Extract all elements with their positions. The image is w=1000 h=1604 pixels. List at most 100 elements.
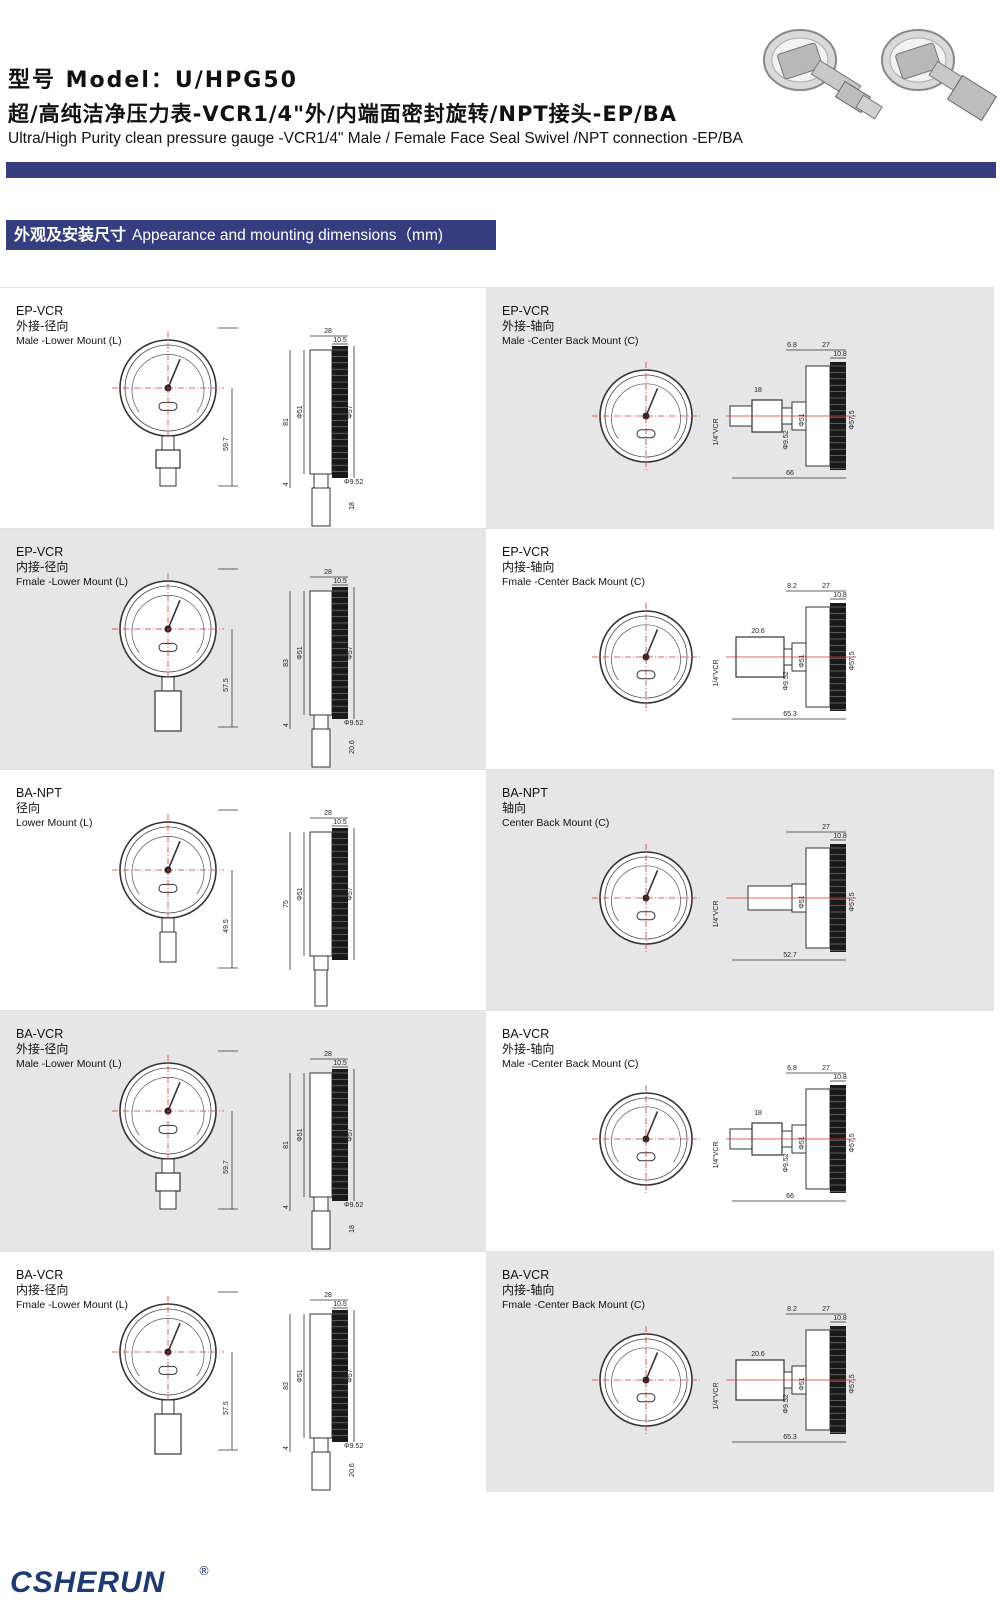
dim-b: 27: [822, 824, 830, 831]
side-neck: [313, 955, 329, 971]
dim-bore: Φ9.52: [783, 430, 790, 449]
dim-fit: 1/4"VCR: [713, 419, 720, 446]
gauge-dial: [592, 362, 700, 470]
gauge-dial: [592, 844, 700, 952]
dim-c: 10.8: [833, 1315, 847, 1322]
side-view: [309, 587, 348, 768]
header-rule: [6, 162, 996, 178]
dim-top: 28: [324, 569, 332, 576]
bezel-ring: [332, 828, 348, 960]
female-nut: [154, 690, 182, 732]
dim-thread: 18: [349, 1225, 356, 1233]
female-nut: [154, 1413, 182, 1455]
dim-top: 28: [324, 328, 332, 335]
panel-code: BA-VCR: [16, 1268, 64, 1282]
dim-d: 20.6: [751, 628, 765, 635]
side-view: [309, 828, 348, 1007]
needle-hub: [642, 412, 650, 420]
needle: [167, 1081, 181, 1112]
needle: [645, 1352, 659, 1381]
panel-type-en: Fmale -Center Back Mount (C): [502, 1299, 645, 1311]
lower-stem: [154, 1399, 182, 1455]
dim-top: 28: [324, 1292, 332, 1299]
lower-stem: [159, 917, 177, 963]
gauge-photo-male-icon: [763, 29, 883, 120]
dim-gap: 4: [283, 1446, 290, 1450]
dim-drop: 57.5: [223, 1401, 230, 1415]
dim-d: 18: [754, 387, 762, 394]
lower-stem: [155, 435, 181, 487]
stem-neck: [161, 917, 175, 933]
needle-hub: [642, 1135, 650, 1143]
brand-logo: CSHERUN ®: [10, 1564, 310, 1600]
dim-d: 20.6: [751, 1351, 765, 1358]
dim-b: 27: [822, 1306, 830, 1313]
dim-ring: 10.5: [333, 1060, 347, 1067]
lower-stem: [154, 676, 182, 732]
side-view: [309, 1310, 348, 1491]
dim-ring: 10.5: [333, 578, 347, 585]
needle: [167, 599, 181, 630]
dim-drop: 57.5: [223, 678, 230, 692]
dim-b: 27: [822, 1065, 830, 1072]
dim-len: 66: [786, 1193, 794, 1200]
stem-neck: [161, 676, 175, 692]
side-npt: [314, 969, 328, 1007]
dim-c: 10.8: [833, 833, 847, 840]
needle: [645, 870, 659, 899]
side-neck: [313, 473, 329, 489]
dim-outer: Φ57.5: [849, 1133, 856, 1152]
model-title: 型号 Model：U/HPG50: [8, 68, 298, 93]
needle-hub: [642, 1376, 650, 1384]
dim-len: 66: [786, 470, 794, 477]
dim-c: 10.8: [833, 351, 847, 358]
stem-neck: [161, 1399, 175, 1415]
dim-ring: 10.5: [333, 337, 347, 344]
panel-type-en: Male -Center Back Mount (C): [502, 1058, 639, 1070]
page-header: 型号 Model：U/HPG50 超/高纯洁净压力表-VCR1/4"外/内端面密…: [0, 0, 1000, 200]
male-gland: [159, 467, 177, 487]
case-body: [309, 590, 333, 716]
panel-code: EP-VCR: [16, 304, 64, 318]
panel-type-cn: 外接-径向: [16, 319, 69, 333]
side-fitting: [311, 1210, 331, 1250]
case-body: [309, 1072, 333, 1198]
panel-type-cn: 外接-轴向: [502, 319, 555, 333]
dim-height: 81: [283, 1141, 290, 1149]
gauge-dial: [592, 1326, 700, 1434]
panel-code: BA-NPT: [502, 786, 548, 800]
side-neck: [313, 714, 329, 730]
needle: [167, 1322, 181, 1353]
dim-drop: 59.7: [223, 1160, 230, 1174]
needle: [645, 1111, 659, 1140]
dim-fit: 1/4"VCR: [713, 660, 720, 687]
panel-code: BA-NPT: [16, 786, 62, 800]
dim-outer: Φ57.5: [849, 892, 856, 911]
dim-bore: Φ9.52: [783, 671, 790, 690]
logo-text: CSHERUN: [10, 1566, 166, 1599]
section-title-cn: 外观及安装尺寸: [14, 225, 127, 244]
dim-outer: Φ57: [347, 887, 354, 900]
needle: [167, 840, 181, 871]
dim-outer: Φ57: [347, 1128, 354, 1141]
dim-inner: Φ51: [297, 1128, 304, 1141]
gauge-dial: [592, 1085, 700, 1193]
registered-mark: ®: [198, 1564, 210, 1578]
side-fitting: [311, 728, 331, 768]
dim-thread: 20.6: [349, 740, 356, 754]
bezel-ring: [332, 346, 348, 478]
dim-thread: 18: [349, 502, 356, 510]
side-view: [309, 1069, 348, 1250]
panel-type-cn: 轴向: [502, 801, 527, 815]
